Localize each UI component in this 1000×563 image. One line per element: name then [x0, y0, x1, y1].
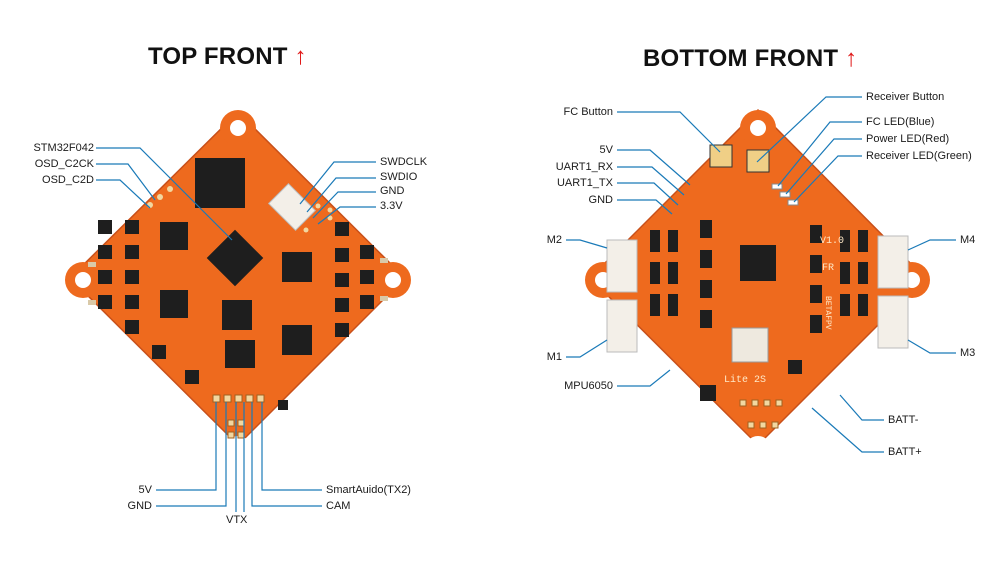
label-m4: M4 — [960, 234, 976, 246]
up-arrow-icon: ↑ — [294, 43, 307, 70]
bottom-board: Lite 2S V1.0 FR BETAFPV — [585, 108, 930, 464]
bottom-front-title-text: BOTTOM FRONT — [643, 45, 839, 72]
label-batt-minus: BATT- — [888, 414, 919, 426]
silkscreen-lite: Lite 2S — [724, 374, 766, 386]
label-gnd-right: GND — [380, 185, 405, 197]
silkscreen-brand: BETAFPV — [823, 296, 832, 330]
label-fc-led: FC LED(Blue) — [866, 116, 935, 128]
label-swdio: SWDIO — [380, 171, 418, 183]
label-batt-plus: BATT+ — [888, 446, 922, 458]
label-receiver-led: Receiver LED(Green) — [866, 150, 972, 162]
label-uart1-rx: UART1_RX — [555, 161, 613, 173]
label-mpu6050: MPU6050 — [564, 380, 613, 392]
label-5v-top: 5V — [138, 484, 152, 496]
label-vtx: VTX — [226, 514, 248, 526]
up-arrow-icon: ↑ — [845, 45, 858, 72]
label-cam: CAM — [326, 500, 351, 512]
label-m3: M3 — [960, 347, 976, 359]
silkscreen-fr: FR — [822, 263, 834, 274]
bottom-leader-lines — [566, 96, 956, 453]
top-front-title: TOP FRONT ↑ — [148, 43, 307, 71]
label-osd-c2ck: OSD_C2CK — [34, 158, 94, 170]
label-gnd-bottom-board: GND — [588, 194, 613, 206]
label-gnd-bottom: GND — [127, 500, 152, 512]
top-front-title-text: TOP FRONT — [148, 43, 288, 70]
bottom-front-title: BOTTOM FRONT ↑ — [643, 45, 857, 73]
label-m1: M1 — [546, 351, 562, 363]
label-smartaudio: SmartAuido(TX2) — [326, 484, 411, 496]
top-leader-lines — [96, 147, 376, 512]
label-osd-c2d: OSD_C2D — [42, 174, 94, 186]
silkscreen-version: V1.0 — [820, 236, 844, 247]
label-uart1-tx: UART1_TX — [556, 177, 613, 189]
label-3v3: 3.3V — [380, 200, 403, 212]
label-fc-button: FC Button — [563, 106, 613, 118]
label-receiver-button: Receiver Button — [866, 91, 945, 103]
label-stm32f042: STM32F042 — [33, 142, 94, 154]
label-swdclk: SWDCLK — [380, 156, 428, 168]
top-board — [65, 110, 411, 464]
silkscreen: Lite 2S V1.0 FR BETAFPV — [724, 236, 844, 386]
label-5v-bottom: 5V — [599, 144, 613, 156]
label-power-led: Power LED(Red) — [866, 133, 950, 145]
label-m2: M2 — [546, 234, 562, 246]
